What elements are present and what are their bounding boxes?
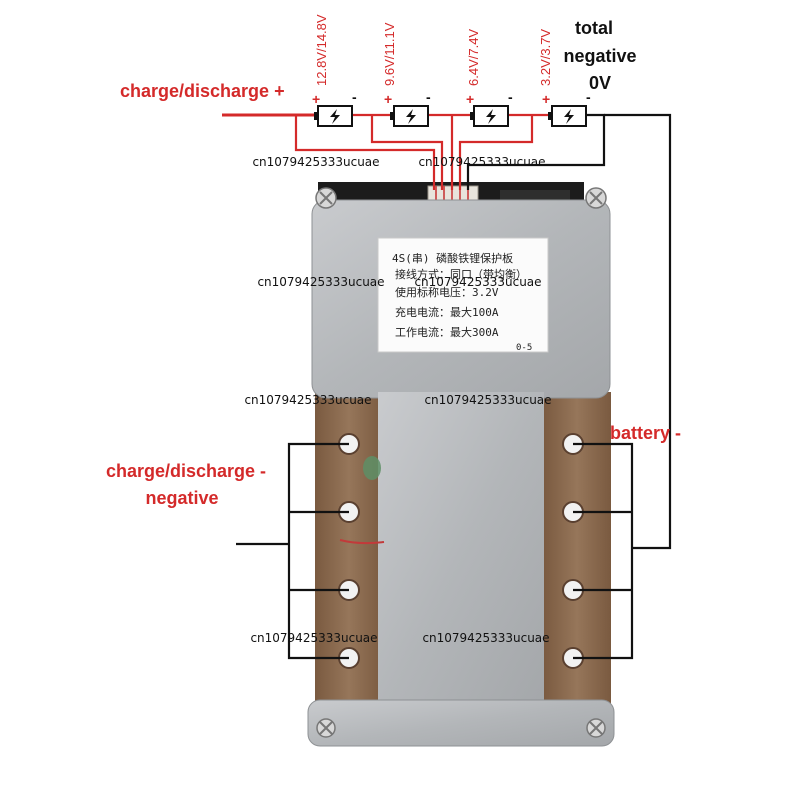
watermark-text: cn1079425333ucuae (257, 275, 384, 289)
watermark-text: cn1079425333ucuae (252, 155, 379, 169)
watermark-text: cn1079425333ucuae (250, 631, 377, 645)
watermark-text: cn1079425333ucuae (418, 155, 545, 169)
spec-line: 充电电流：最大100A (395, 305, 499, 319)
cell-minus-sign: - (426, 89, 431, 105)
mount-screw-bl (316, 718, 336, 738)
small-red-wire (339, 539, 385, 545)
mount-screw-tr (585, 187, 607, 209)
spec-title: 4S(串) 磷酸铁锂保护板 (392, 251, 513, 265)
heatsink-lower (378, 392, 544, 710)
cell-voltage-label: 6.4V/7.4V (466, 29, 481, 86)
protection-board: 4S(串) 磷酸铁锂保护板 接线方式：同口（带均衡） 使用标称电压：3.2V 充… (307, 182, 615, 747)
cell-minus-sign: - (508, 89, 513, 105)
battery-minus-label: battery - (610, 423, 681, 443)
watermark-text: cn1079425333ucuae (424, 393, 551, 407)
watermark-text: cn1079425333ucuae (414, 275, 541, 289)
bottom-plate (307, 699, 615, 747)
mount-screw-br (586, 718, 606, 738)
mount-screw-tl (315, 187, 337, 209)
total-negative-label: total (575, 18, 613, 38)
total-negative-label: negative (563, 46, 636, 66)
cell-voltage-label: 12.8V/14.8V (314, 14, 329, 86)
total-negative-label: 0V (589, 73, 611, 93)
spec-line: 接线方式：同口（带均衡） (395, 267, 527, 281)
cell-minus-sign: - (586, 89, 591, 105)
watermark-text: cn1079425333ucuae (422, 631, 549, 645)
watermark-text: cn1079425333ucuae (244, 393, 371, 407)
battery-cell-icon (390, 105, 429, 127)
battery-cell-icon (548, 105, 587, 127)
spec-code: 0-5 (516, 343, 532, 353)
spec-label: 4S(串) 磷酸铁锂保护板 接线方式：同口（带均衡） 使用标称电压：3.2V 充… (377, 237, 549, 353)
battery-cell-icon (470, 105, 509, 127)
charge-discharge-plus-label: charge/discharge + (120, 81, 285, 101)
charge-discharge-minus-label: negative (145, 488, 218, 508)
spec-line: 工作电流：最大300A (395, 325, 499, 339)
cell-plus-sign: + (542, 91, 550, 107)
cell-minus-sign: - (352, 89, 357, 105)
charge-discharge-minus-label: charge/discharge - (106, 461, 266, 481)
cell-plus-sign: + (312, 91, 320, 107)
balance-wires-red (222, 113, 550, 190)
cell-voltage-label: 9.6V/11.1V (382, 22, 397, 86)
green-sealant (363, 456, 381, 480)
black-wires (236, 113, 672, 660)
spec-line: 使用标称电压：3.2V (395, 285, 499, 299)
cell-plus-sign: + (466, 91, 474, 107)
cell-plus-sign: + (384, 91, 392, 107)
cell-voltage-label: 3.2V/3.7V (538, 29, 553, 86)
battery-cell-icon (314, 105, 353, 127)
